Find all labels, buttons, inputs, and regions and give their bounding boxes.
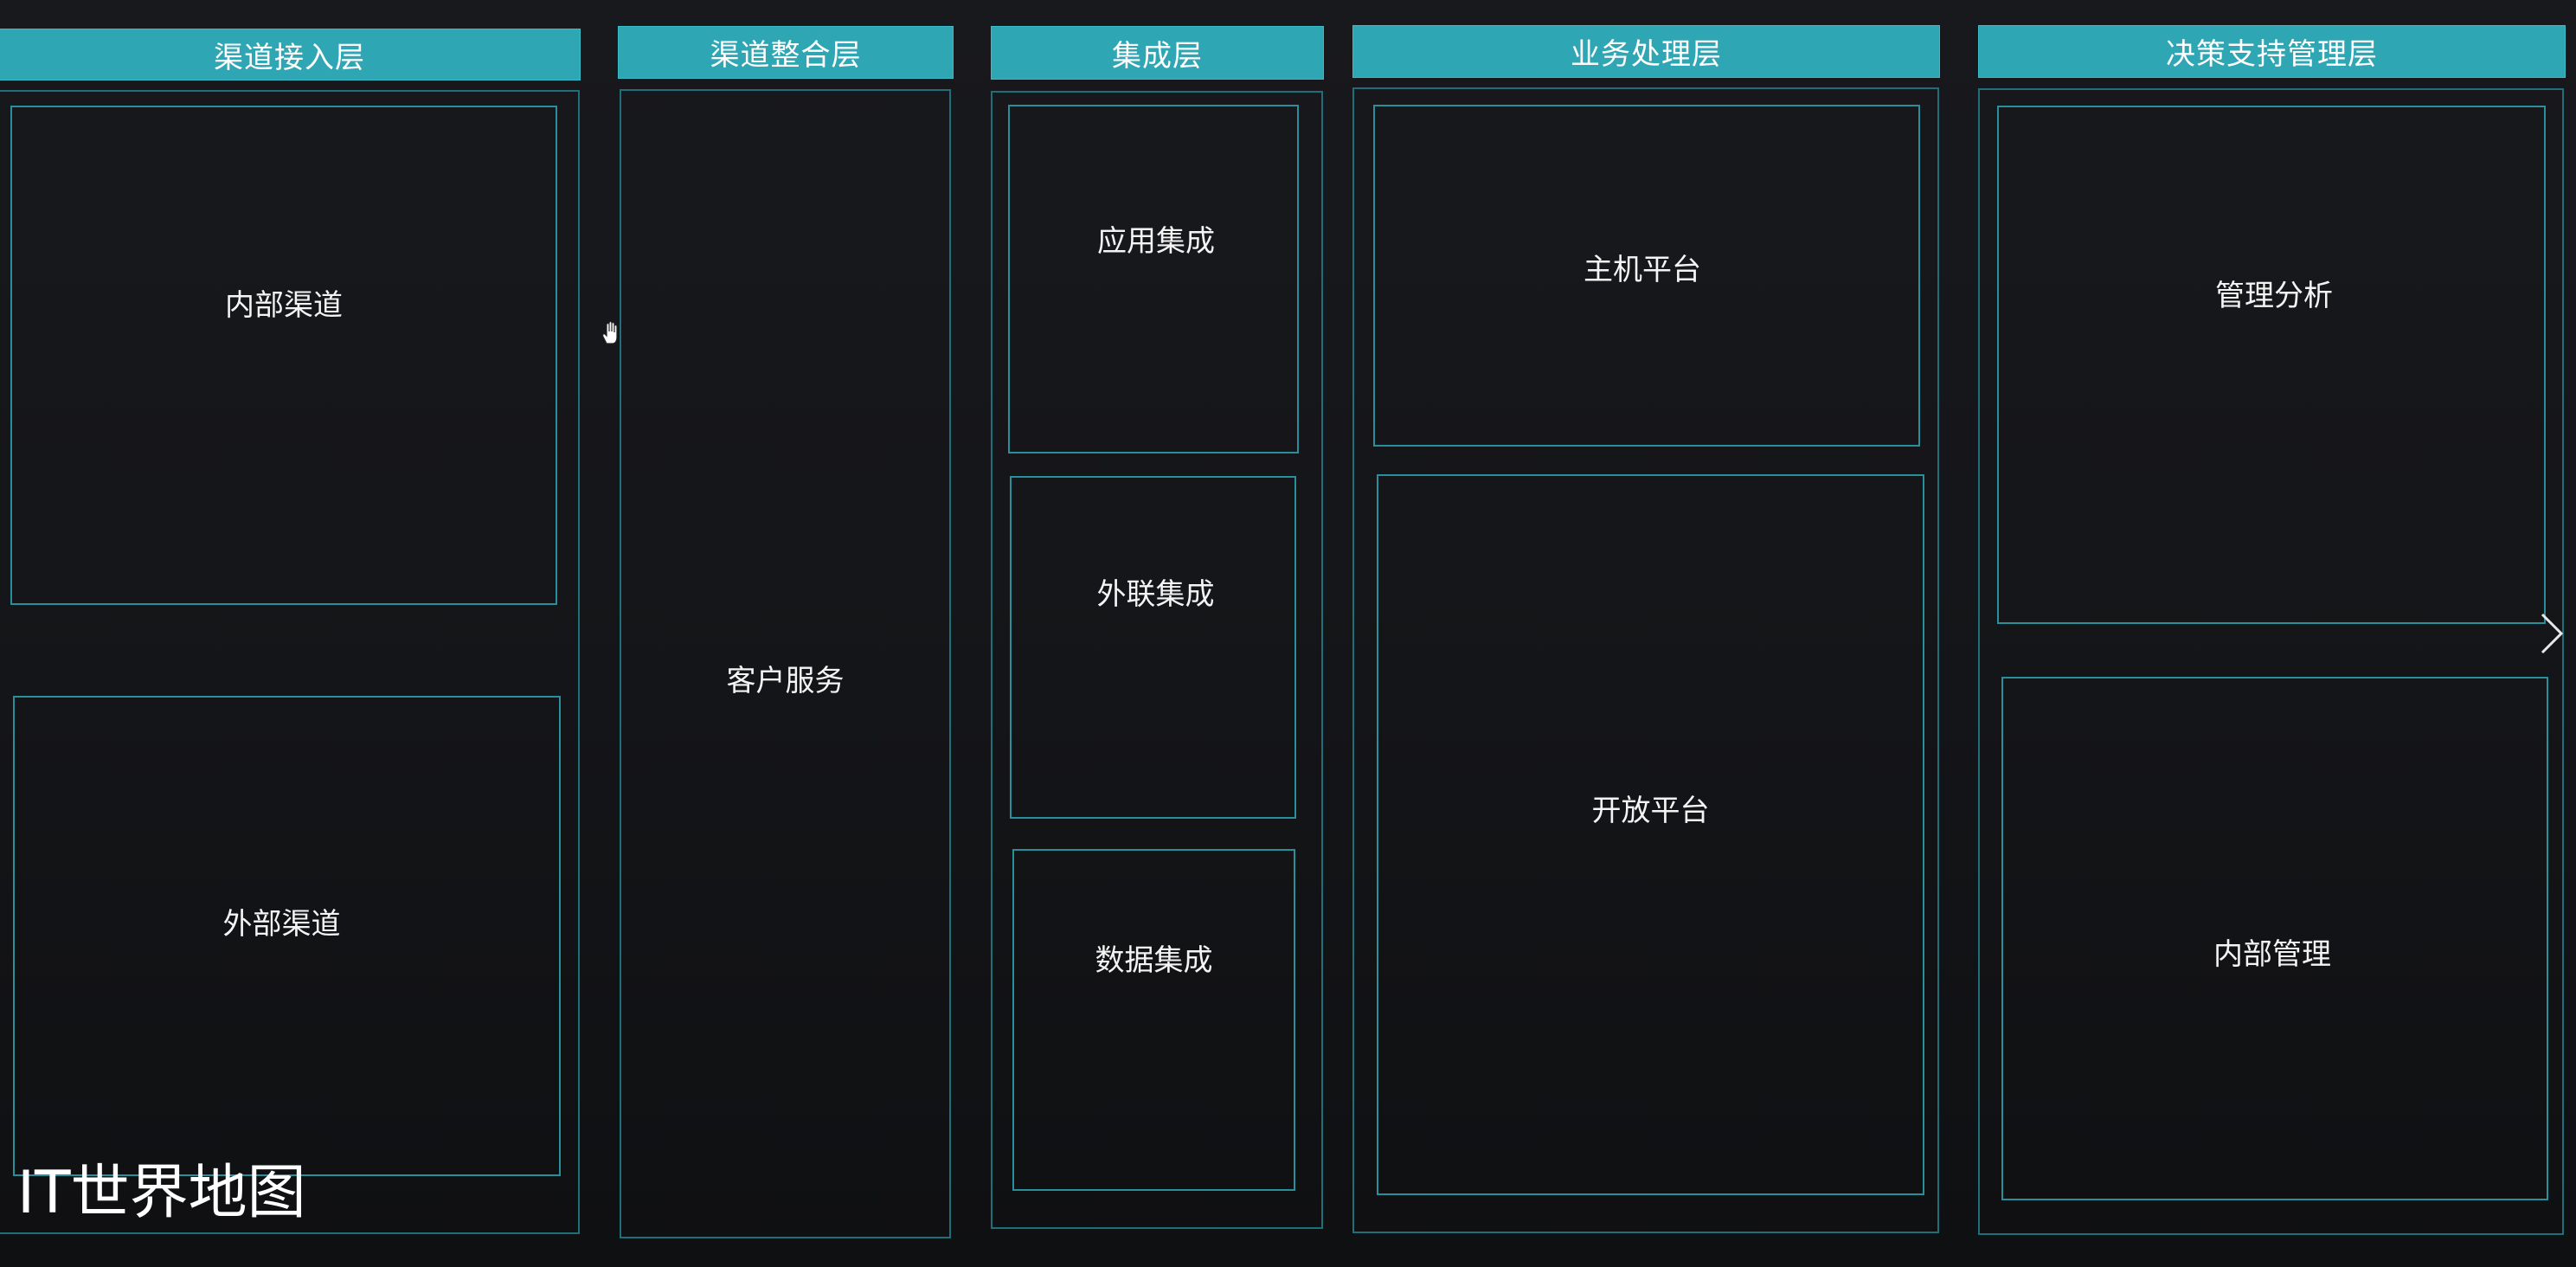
box-external-channel: 外部渠道 [13,696,561,1176]
box-internal-management: 内部管理 [2001,677,2548,1200]
box-label-host-platform: 主机平台 [1584,253,1701,287]
chevron-right-icon[interactable] [2535,611,2570,656]
layer-frame-decision-support [1978,88,2564,1235]
box-application-integration: 应用集成 [1008,105,1299,453]
box-internal-channel: 内部渠道 [10,106,557,605]
box-customer-service: 客户服务 [620,89,951,1238]
layer-header-integration: 集成层 [991,26,1324,80]
box-management-analysis: 管理分析 [1997,106,2546,624]
box-label-management-analysis: 管理分析 [2215,279,2333,313]
box-label-internal-channel: 内部渠道 [225,288,343,323]
box-open-platform: 开放平台 [1377,474,1924,1195]
layer-frame-integration [991,91,1323,1229]
box-label-open-platform: 开放平台 [1591,794,1710,828]
box-label-customer-service: 客户服务 [726,664,845,698]
layer-header-channel-integration: 渠道整合层 [618,26,954,79]
box-label-internal-management: 内部管理 [2213,937,2331,972]
hand-cursor-icon [602,320,618,344]
layer-frame-business-processing [1352,87,1939,1233]
layer-header-channel-access: 渠道接入层 [0,29,581,80]
box-label-external-integration: 外联集成 [1096,577,1215,612]
layer-frame-channel-access [0,90,580,1234]
box-label-data-integration: 数据集成 [1095,943,1213,978]
box-data-integration: 数据集成 [1012,849,1295,1191]
box-host-platform: 主机平台 [1373,105,1920,447]
box-external-integration: 外联集成 [1010,476,1296,819]
layer-header-business-processing: 业务处理层 [1352,25,1940,78]
layer-header-decision-support: 决策支持管理层 [1978,25,2566,78]
box-label-external-channel: 外部渠道 [222,907,341,942]
box-label-application-integration: 应用集成 [1097,224,1215,259]
layer-frame-channel-integration [620,89,951,1238]
watermark-logo: IT世界地图 [17,1159,306,1227]
